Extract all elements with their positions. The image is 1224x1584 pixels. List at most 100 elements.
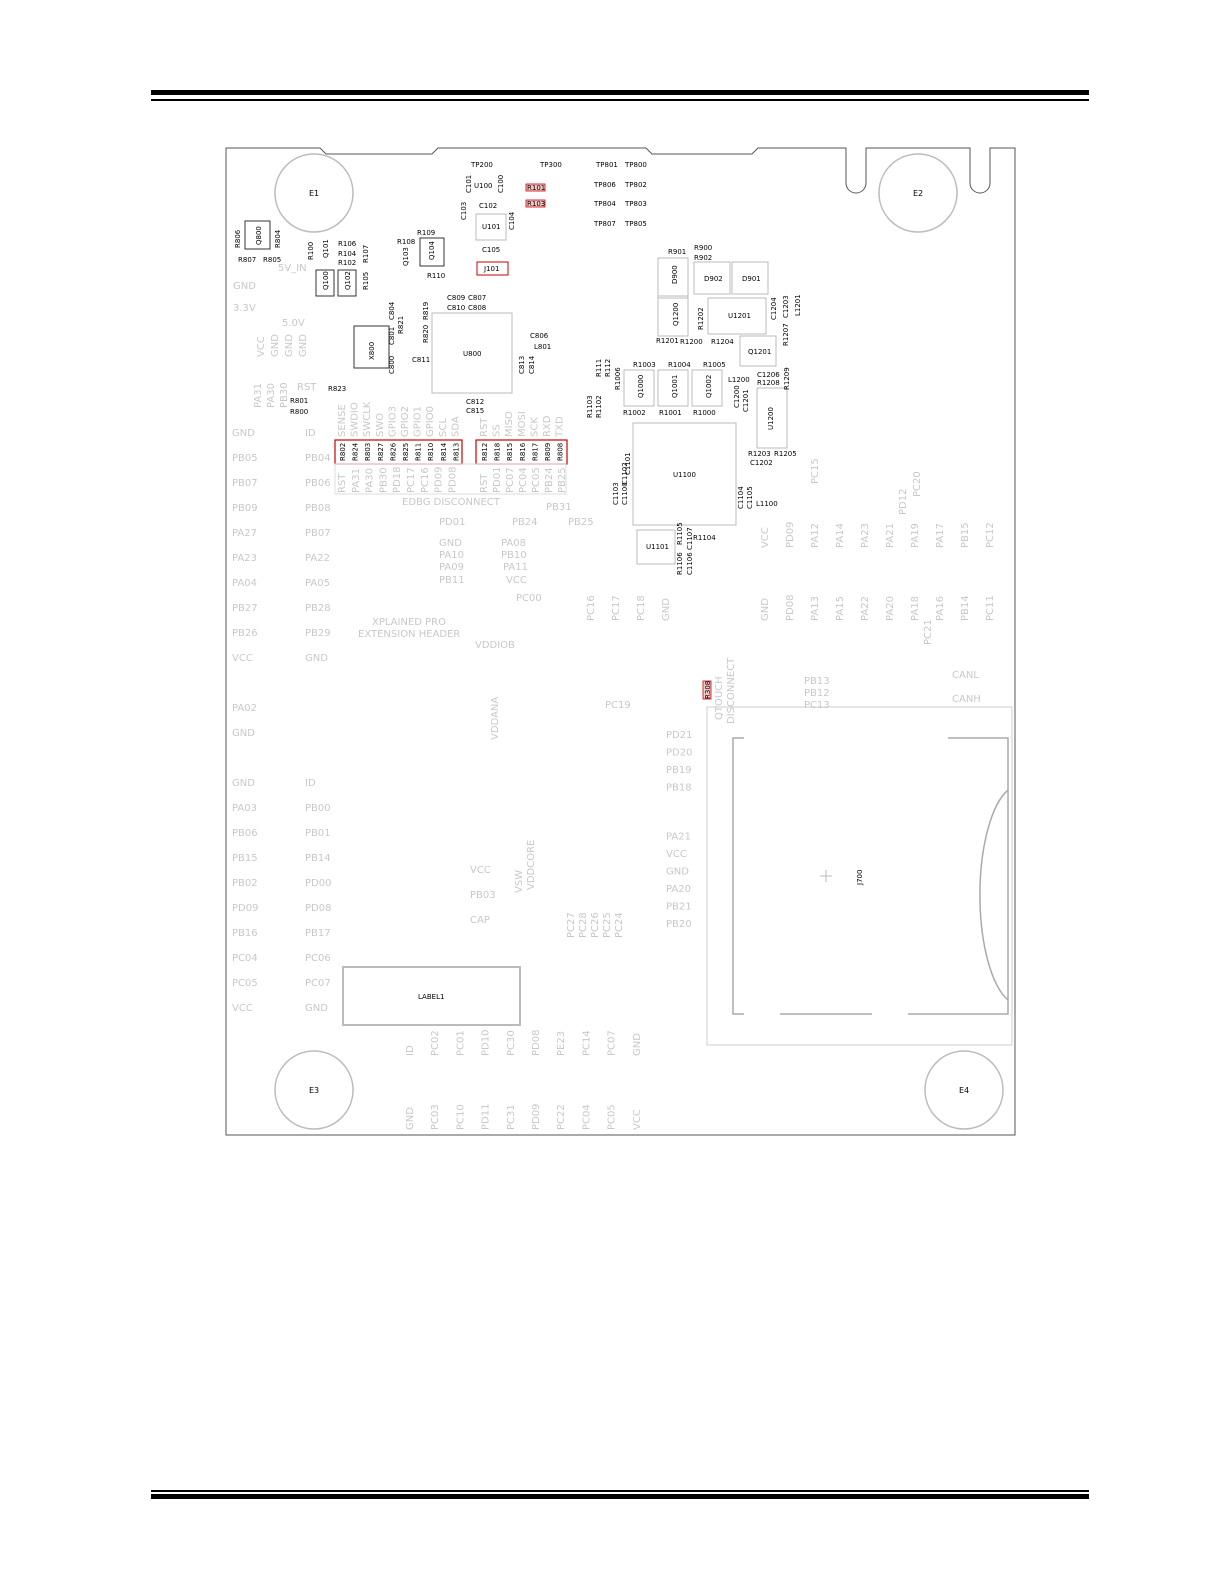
component-ref: R1202 [697,307,705,330]
pc-label: PC27 [566,912,577,938]
component-ref: R111 [595,359,603,377]
component-ref: C100 [497,175,505,193]
x800-label: X800 [368,342,376,360]
component-ref: C1206 [757,371,780,379]
silk-label-pb03: PB03 [470,890,496,901]
q1000-label: Q1000 [637,375,645,398]
q800-label: Q800 [255,226,263,245]
mid-pin-label: PA10 [439,550,464,561]
bottom-pin-label: PC04 [581,1104,592,1130]
r308-highlight [702,680,712,700]
edbg-signal-label: MOSI [517,411,528,437]
silk-label-disconnect: DISCONNECT [726,657,737,724]
silk-label-xpro2: EXTENSION HEADER [358,629,460,640]
footer-rule-thin [151,1490,1089,1492]
bottom-pin-label: PC14 [581,1030,592,1056]
right-pin-label: PA23 [860,523,871,548]
pin-label: PA31 [253,383,264,408]
edbg-caption: EDBG DISCONNECT [402,497,501,508]
pin-label: PB30 [279,382,290,408]
component-ref: C800 [388,356,396,374]
pin-label: PA30 [266,383,277,408]
header-pin-label: PB16 [232,928,258,939]
silk-label-pb25: PB25 [568,517,594,528]
resistor-label: R816 [519,442,527,461]
component-ref: C1104 [737,486,745,509]
edbg-pin-label: PA31 [351,468,362,493]
silk-label-pb31: PB31 [546,502,572,513]
j101-label: J101 [483,265,499,273]
header-pin-label: PB00 [305,803,331,814]
component-ref: R823 [328,385,346,393]
edbg-signal-label: MISO [504,411,515,437]
silk-label-vddcore: VDDCORE [526,840,537,890]
edbg-pin-label: PC16 [420,467,431,493]
header-pin-label: PC05 [232,978,258,989]
right-pin-label: PC21 [923,619,934,645]
right-pin-label: PA17 [935,523,946,548]
sd-area-outline [706,706,1013,1046]
silk-label-vddiob: VDDIOB [475,640,515,651]
header-pin-label: PB26 [232,628,258,639]
test-point-ref: TP200 [470,161,493,169]
header-pin-label: PB15 [232,853,258,864]
right-pin-label: PA13 [810,596,821,621]
bottom-pin-label: PC03 [430,1104,441,1130]
header-pin-label: PD08 [305,903,331,914]
q1201-label: Q1201 [748,348,771,356]
header-pin-label: PB29 [305,628,331,639]
edbg-signal-label: SS [492,424,503,437]
component-ref: C1106 [686,552,694,575]
resistor-label: R827 [377,443,385,461]
bottom-pin-label: PD09 [531,1104,542,1130]
component-ref: R109 [417,229,435,237]
q104-body [419,237,445,267]
edbg-signal-label: GPIO0 [425,406,436,437]
edbg-pin-label: PD08 [447,467,458,493]
resistor-label: R817 [531,443,539,461]
header-pin-label: PC07 [305,978,331,989]
component-ref: L801 [534,343,551,351]
sd-pin-label: PB19 [666,765,692,776]
edbg-pin-label: RST [479,473,490,493]
edbg-pin-label: PC07 [505,467,516,493]
component-ref: L1200 [728,376,750,384]
header-pin-label: PB28 [305,603,331,614]
component-ref: R807 [238,256,256,264]
q1002-label: Q1002 [705,375,713,398]
test-point-ref: TP805 [624,220,647,228]
d902-body [693,261,731,295]
component-ref: C104 [508,211,516,230]
edbg-signal-label: SCK [529,417,540,437]
component-ref: R110 [427,272,445,280]
component-ref: R820 [422,325,430,343]
header-pin-label: GND [305,1003,328,1014]
mounting-hole-label: E1 [309,189,319,198]
u1201-body [707,297,767,335]
edbg-signal-label: SWDIO [350,402,361,437]
u1100-body [632,422,737,526]
component-ref: R821 [397,316,405,334]
pb-label: PC13 [804,700,830,711]
silk-label-v50: 5.0V [282,318,305,329]
right-pin-label: PA22 [860,596,871,621]
u1100-label: U1100 [673,471,696,479]
header-rule-thick [151,90,1089,95]
component-ref: C811 [412,356,430,364]
edbg-signal-label: SWO [375,413,386,437]
component-ref: C105 [482,246,500,254]
component-ref: C1100 [621,482,629,505]
test-point-ref: TP800 [624,161,647,169]
q103-label: Q103 [402,247,410,266]
resistor-label: R809 [544,443,552,461]
sd-socket [732,737,1009,1015]
header-pin-label: PB05 [232,453,258,464]
edbg-pin-label: PB25 [557,467,568,493]
header-pin-label: PB04 [305,453,331,464]
edbg-signal-label: SENSE [337,404,348,437]
bottom-pin-label: PC22 [556,1104,567,1130]
